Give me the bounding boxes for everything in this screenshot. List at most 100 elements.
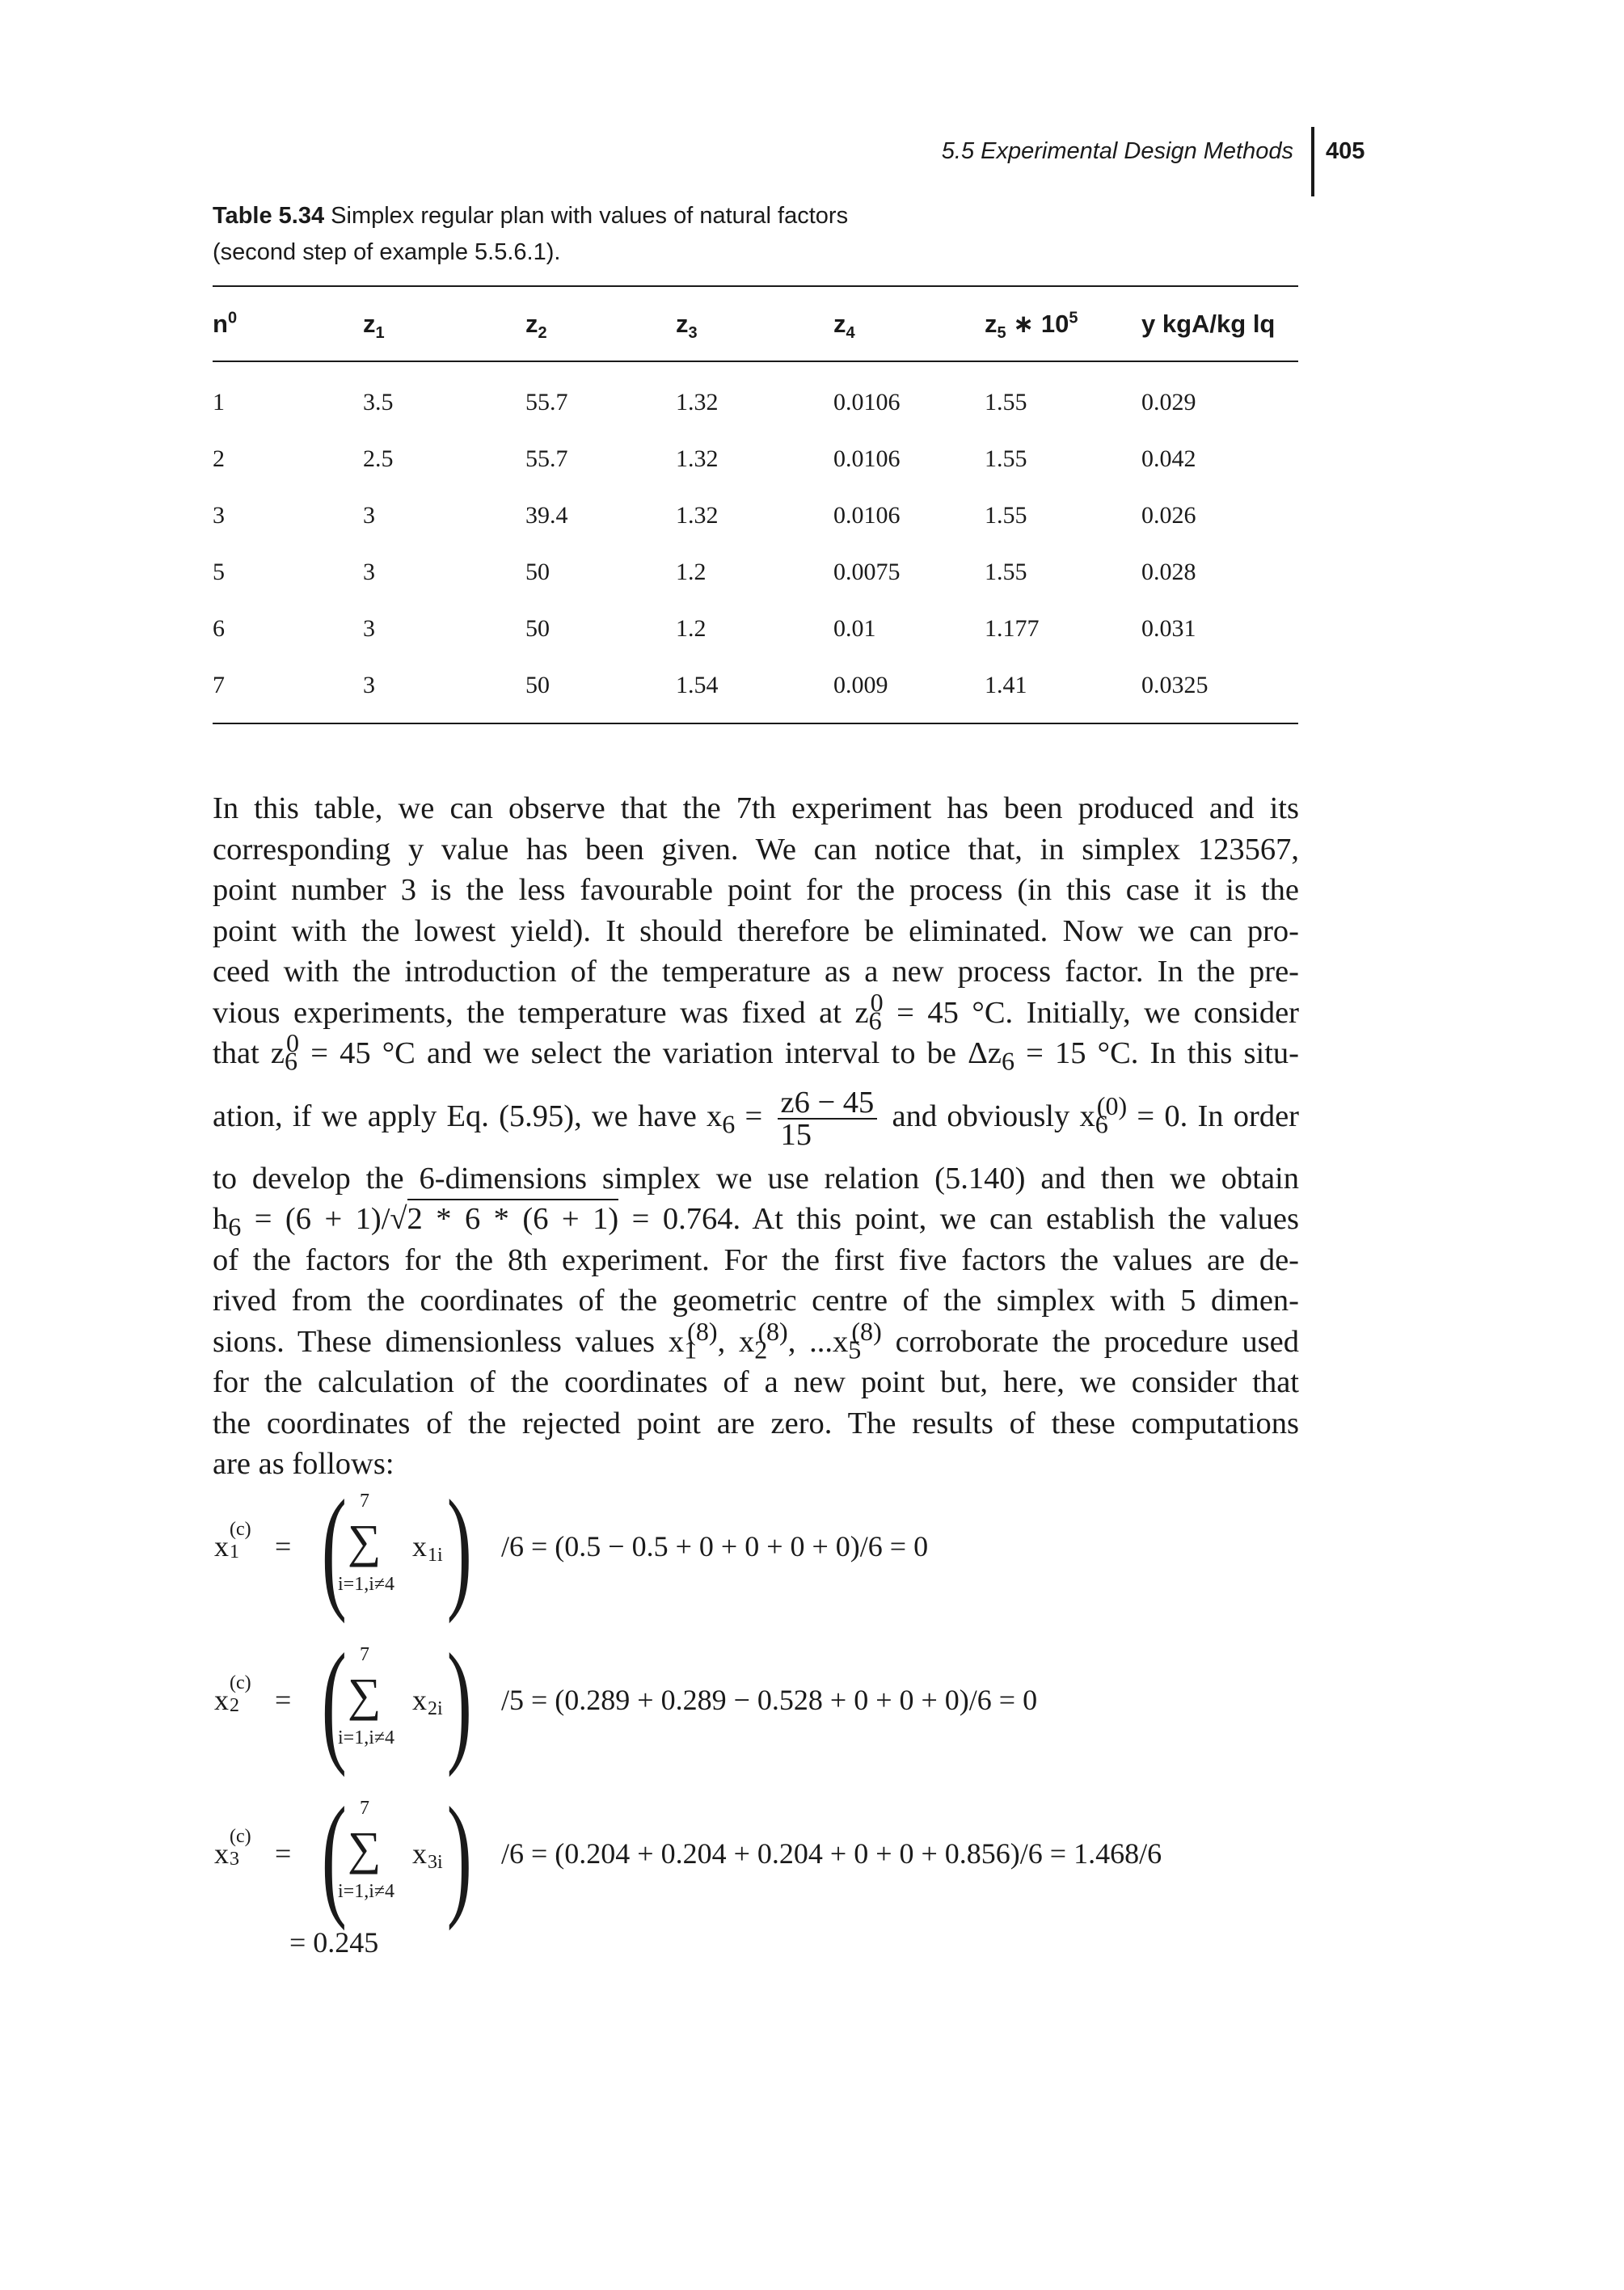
sum-lower: i=1,i≠4 (338, 1881, 395, 1902)
equation-lhs-sup: (c) (230, 1826, 251, 1847)
table-cell: 0.009 (833, 672, 888, 698)
sigma-symbol: ∑ (348, 1668, 382, 1721)
sum-term: x (412, 1684, 427, 1716)
table-row: 1 3.5 55.7 1.32 0.0106 1.55 0.029 (213, 386, 1298, 443)
equation-lhs-var: x (214, 1837, 229, 1870)
table-cell: 0.042 (1141, 445, 1196, 472)
table-cell: 55.7 (525, 389, 568, 415)
table-cell: 3 (363, 672, 375, 698)
equation-lhs-sub: 2 (230, 1695, 239, 1716)
sum-term-sub: 2i (428, 1698, 443, 1719)
table-bottom-rule (213, 723, 1298, 724)
table-cell: 1.32 (676, 445, 719, 472)
paragraph-line: point with the lowest yield). It should … (213, 913, 1299, 948)
table-cell: 50 (525, 672, 550, 698)
paragraph-line: point number 3 is the less favourable po… (213, 873, 1299, 907)
column-header-z3: z3 (676, 310, 698, 343)
paragraph-line: h6 = (6 + 1)/√2 * 6 * (6 + 1) = 0.764. A… (213, 1199, 1299, 1240)
table-cell: 7 (213, 672, 225, 698)
table-cell: 0.0075 (833, 559, 901, 585)
body-paragraph: In this table, we can observe that the 7… (213, 788, 1299, 1485)
sum-term: x (412, 1530, 427, 1563)
right-paren: ) (446, 1779, 472, 1931)
table-cell: 1.177 (985, 615, 1040, 642)
right-paren: ) (446, 1472, 472, 1624)
caption-label: Table 5.34 (213, 203, 325, 229)
table-cell: 3 (363, 502, 375, 529)
table-cell: 50 (525, 559, 550, 585)
column-header-z2: z2 (525, 310, 547, 343)
table-cell: 0.0106 (833, 502, 901, 529)
paragraph-line: corresponding y value has been given. We… (213, 832, 1299, 867)
table-cell: 1.54 (676, 672, 719, 698)
table-top-rule (213, 285, 1298, 287)
header-rule (1311, 127, 1314, 196)
table-cell: 1.55 (985, 559, 1027, 585)
table-cell: 2 (213, 445, 225, 472)
table-cell: 39.4 (525, 502, 568, 529)
table-cell: 0.029 (1141, 389, 1196, 415)
left-paren: ( (321, 1472, 347, 1624)
table-cell: 1 (213, 389, 225, 415)
sum-upper: 7 (360, 1644, 369, 1665)
table-cell: 3.5 (363, 389, 394, 415)
paragraph-line: for the calculation of the coordinates o… (213, 1365, 1299, 1399)
table-cell: 3 (363, 559, 375, 585)
column-header-z1: z1 (363, 310, 385, 343)
equals-sign: = (275, 1530, 292, 1563)
sqrt-radicand: 2 * 6 * (6 + 1) (407, 1199, 619, 1236)
table-cell: 1.32 (676, 502, 719, 529)
equation-lhs-sub: 1 (230, 1541, 239, 1563)
table-row: 7 3 50 1.54 0.009 1.41 0.0325 (213, 669, 1298, 726)
equation-lhs-sub: 3 (230, 1849, 239, 1870)
table-cell: 3 (213, 502, 225, 529)
table-row: 5 3 50 1.2 0.0075 1.55 0.028 (213, 556, 1298, 613)
table-cell: 3 (363, 615, 375, 642)
sum-lower: i=1,i≠4 (338, 1574, 395, 1595)
table-cell: 1.2 (676, 615, 707, 642)
table-cell: 1.2 (676, 559, 707, 585)
left-paren: ( (321, 1779, 347, 1931)
sigma-symbol: ∑ (348, 1822, 382, 1875)
paragraph-line: ation, if we apply Eq. (5.95), we have x… (213, 1085, 1300, 1152)
running-title: 5.5 Experimental Design Methods (941, 138, 1293, 164)
column-header-n0: n0 (213, 309, 238, 338)
paragraph-line: the coordinates of the rejected point ar… (213, 1406, 1299, 1440)
table-cell: 1.41 (985, 672, 1027, 698)
table-cell: 6 (213, 615, 225, 642)
table-cell: 0.0325 (1141, 672, 1209, 698)
equation-lhs-var: x (214, 1530, 229, 1563)
column-header-z5: z5 ∗ 105 (985, 309, 1078, 343)
paragraph-line: ceed with the introduction of the temper… (213, 955, 1299, 989)
table-cell: 1.55 (985, 389, 1027, 415)
table-cell: 55.7 (525, 445, 568, 472)
sigma-symbol: ∑ (348, 1515, 382, 1567)
table-cell: 5 (213, 559, 225, 585)
table-cell: 0.01 (833, 615, 876, 642)
caption-text-line1: Simplex regular plan with values of natu… (331, 203, 849, 229)
sum-upper: 7 (360, 1798, 369, 1819)
equation-rhs: /5 = (0.289 + 0.289 − 0.528 + 0 + 0 + 0)… (501, 1684, 1038, 1716)
table-cell: 1.55 (985, 502, 1027, 529)
paragraph-line: In this table, we can observe that the 7… (213, 791, 1299, 825)
paragraph-line: are as follows: (213, 1447, 394, 1481)
paragraph-line: rived from the coordinates of the geomet… (213, 1284, 1299, 1318)
table-cell: 0.0106 (833, 389, 901, 415)
paragraph-line: sions. These dimensionless values x1(8),… (213, 1316, 1299, 1364)
paragraph-line: of the factors for the 8th experiment. F… (213, 1242, 1299, 1277)
sum-lower: i=1,i≠4 (338, 1727, 395, 1748)
right-paren: ) (446, 1626, 472, 1778)
equals-sign: = (275, 1684, 292, 1716)
table-cell: 0.028 (1141, 559, 1196, 585)
equals-sign: = (275, 1837, 292, 1870)
table-cell: 0.0106 (833, 445, 901, 472)
sum-term: x (412, 1837, 427, 1870)
equation-lhs-var: x (214, 1684, 229, 1716)
page-number: 405 (1326, 138, 1365, 164)
table-cell: 1.32 (676, 389, 719, 415)
sum-upper: 7 (360, 1491, 369, 1512)
